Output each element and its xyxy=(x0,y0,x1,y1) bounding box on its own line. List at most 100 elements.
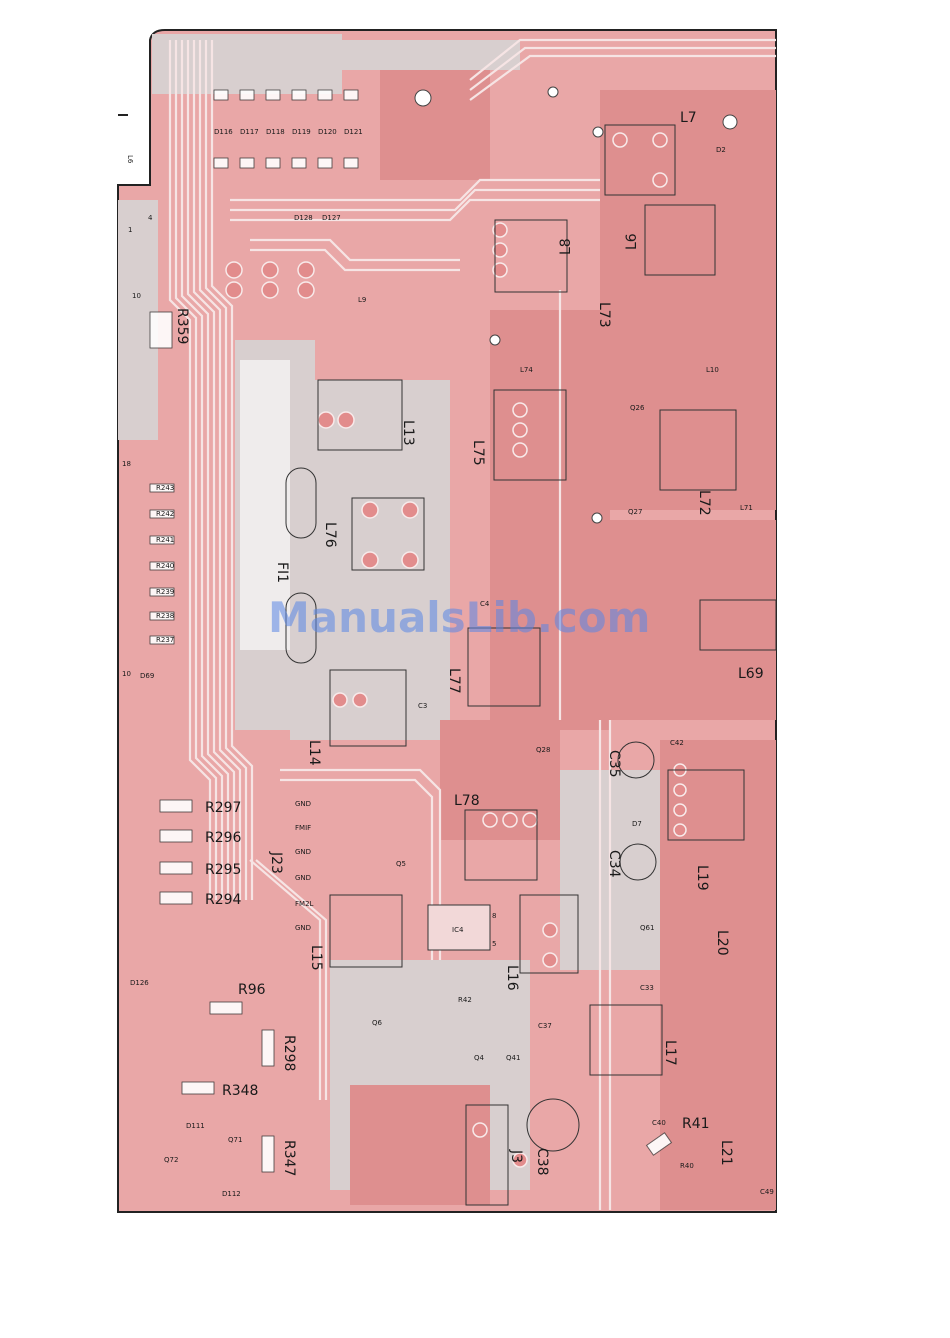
label-D118: D118 xyxy=(266,128,285,136)
label-R241: R241 xyxy=(156,536,174,544)
smd-parts xyxy=(149,89,673,1173)
l7-outline xyxy=(604,124,676,196)
label-C3: C3 xyxy=(418,702,427,710)
label-L19: L19 xyxy=(694,865,710,891)
label-C49: C49 xyxy=(760,1188,774,1196)
l75-outline xyxy=(493,389,567,481)
label-Q4: Q4 xyxy=(474,1054,485,1062)
connector-pin-6: GND xyxy=(295,924,311,932)
label-R41: R41 xyxy=(682,1116,710,1132)
l69-outline xyxy=(699,599,777,651)
label-L16: L16 xyxy=(504,965,520,991)
label-C33: C33 xyxy=(640,984,654,992)
label-R348: R348 xyxy=(222,1083,258,1099)
l77-outline xyxy=(467,627,541,707)
connector-pin-5: FM2L xyxy=(295,900,314,908)
label-J23: J23 xyxy=(268,851,284,874)
board-cutout xyxy=(240,360,290,650)
silkscreen-labels: L8 L6 L7 L73 L9 L74 L10 L13 L75 L76 L77 … xyxy=(122,110,774,1198)
watermark-text: ManualsLib.com xyxy=(268,593,650,642)
label-L8: L8 xyxy=(558,238,574,255)
label-L9: L9 xyxy=(358,296,366,304)
l72-outline xyxy=(659,409,737,491)
label-D116: D116 xyxy=(214,128,233,136)
label-D2: D2 xyxy=(716,146,726,154)
connector-pin-3: GND xyxy=(295,848,311,856)
l17-outline xyxy=(589,1004,663,1076)
label-R294: R294 xyxy=(205,892,242,908)
label-Q26: Q26 xyxy=(630,404,645,412)
pin-number-5: 5 xyxy=(492,940,496,948)
label-L6-left: L6 xyxy=(126,155,134,164)
label-D119: D119 xyxy=(292,128,311,136)
pin-number-10b: 10 xyxy=(122,670,131,678)
label-Q41: Q41 xyxy=(506,1054,520,1062)
board-edge-left xyxy=(118,40,151,186)
l15-outline xyxy=(329,894,403,968)
label-L7: L7 xyxy=(680,110,697,126)
label-L21: L21 xyxy=(718,1140,734,1166)
label-R243: R243 xyxy=(156,484,174,492)
l78-outline xyxy=(464,809,538,881)
label-R298: R298 xyxy=(281,1035,297,1071)
label-L14: L14 xyxy=(306,740,322,766)
label-Q27: Q27 xyxy=(628,508,642,516)
label-C35: C35 xyxy=(606,750,622,778)
label-R40: R40 xyxy=(680,1162,694,1170)
connector-pin-4: GND xyxy=(295,874,311,882)
label-D127: D127 xyxy=(322,214,341,222)
label-Q71: Q71 xyxy=(228,1136,242,1144)
label-D120: D120 xyxy=(318,128,337,136)
label-J3: J3 xyxy=(508,1149,524,1163)
pin-number-4: 4 xyxy=(148,214,153,222)
label-C37: C37 xyxy=(538,1022,552,1030)
label-L77: L77 xyxy=(446,668,462,694)
label-L76: L76 xyxy=(322,522,338,548)
label-R347: R347 xyxy=(281,1140,297,1176)
label-R239: R239 xyxy=(156,588,174,596)
label-FI1: FI1 xyxy=(274,562,290,583)
label-R297: R297 xyxy=(205,800,241,816)
connector-pin-1: GND xyxy=(295,800,311,808)
j3-outline xyxy=(465,1104,509,1206)
l14-outline xyxy=(329,669,407,747)
pin-number-18: 18 xyxy=(122,460,131,468)
label-IC4: IC4 xyxy=(452,926,464,934)
label-D121: D121 xyxy=(344,128,363,136)
label-L6: L6 xyxy=(624,233,640,250)
label-Q28: Q28 xyxy=(536,746,550,754)
l8-outline xyxy=(494,219,568,293)
label-L69: L69 xyxy=(738,666,764,682)
label-L75: L75 xyxy=(470,440,486,466)
mounting-holes xyxy=(414,86,738,524)
trace-bus xyxy=(168,38,776,1210)
label-Q6: Q6 xyxy=(372,1019,383,1027)
label-C4: C4 xyxy=(480,600,490,608)
label-R240: R240 xyxy=(156,562,174,570)
label-Q61: Q61 xyxy=(640,924,654,932)
l19-outline xyxy=(667,769,745,841)
label-R42: R42 xyxy=(458,996,472,1004)
label-C42: C42 xyxy=(670,739,684,747)
label-L72: L72 xyxy=(696,490,712,516)
capacitor-circles xyxy=(526,741,657,1152)
pin-number-10: 10 xyxy=(132,292,141,300)
pin-number-1: 1 xyxy=(128,226,132,234)
label-L10: L10 xyxy=(706,366,719,374)
l13-outline xyxy=(317,379,403,451)
ic4-outline xyxy=(427,904,491,951)
label-L15: L15 xyxy=(308,945,324,971)
label-C38: C38 xyxy=(534,1148,550,1176)
label-L78: L78 xyxy=(454,793,480,809)
label-L17: L17 xyxy=(662,1040,678,1066)
label-L20: L20 xyxy=(714,930,730,956)
label-D112: D112 xyxy=(222,1190,241,1198)
label-C40: C40 xyxy=(652,1119,666,1127)
label-R359: R359 xyxy=(174,308,190,344)
label-Q5: Q5 xyxy=(396,860,406,868)
label-L71: L71 xyxy=(740,504,753,512)
label-L13: L13 xyxy=(400,420,416,446)
label-R242: R242 xyxy=(156,510,174,518)
label-L74: L74 xyxy=(520,366,533,374)
